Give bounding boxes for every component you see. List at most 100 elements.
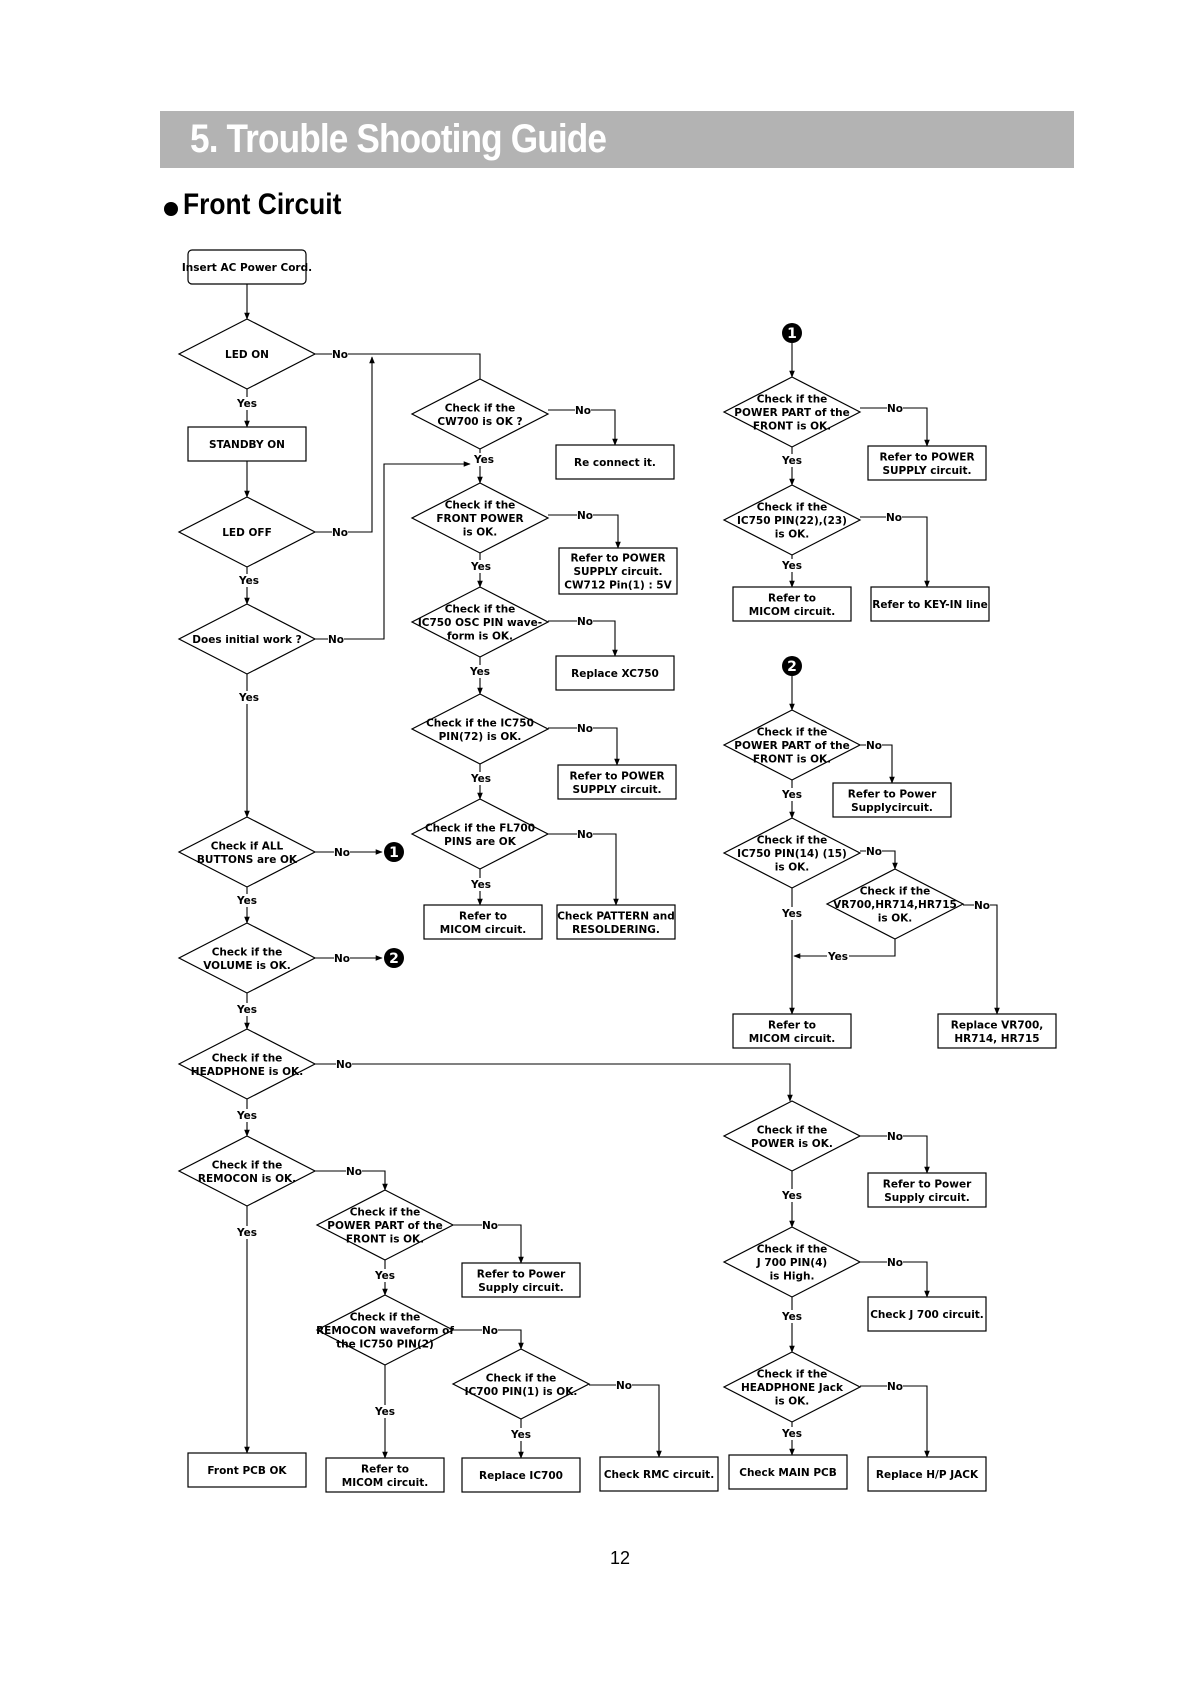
edge-label-yes: Yes [469,666,490,678]
node-text: HR714, HR715 [954,1033,1039,1045]
process-box-shape [867,1456,987,1492]
node-text: LED ON [225,349,269,361]
edge-label-bg [238,691,260,704]
edge-label-bg [334,846,350,859]
node-text: Refer to POWER [570,553,665,565]
edge-label-yes: Yes [470,879,491,891]
edge-label-bg [577,615,593,628]
process-box-shape [832,782,952,818]
node-text: VR700,HR714,HR715 [833,899,957,911]
edge-label-bg [974,899,990,912]
connector-line [548,620,618,657]
edge-label-no: No [887,1131,903,1143]
node-text: is OK. [878,913,913,925]
connector-line [548,409,618,446]
node-text: Refer to [361,1463,409,1475]
page-title: 5. Trouble Shooting Guide [190,117,607,161]
decision-diamond-shape [722,1226,862,1298]
process-box: STANDBY ON [187,426,307,462]
edge-label-bg [577,722,593,735]
node-text: VOLUME is OK. [203,960,291,972]
edge-label-yes: Yes [781,789,802,801]
connector-marker: 1 [384,842,404,862]
connector-line [315,1063,793,1102]
node-text: Check if the [486,1372,557,1384]
header-banner: 5. Trouble Shooting Guide [160,111,1074,168]
node-text: MICOM circuit. [342,1477,428,1489]
edge-label-bg [886,511,902,524]
edge-label-bg [577,509,593,522]
process-box: Re connect it. [555,444,675,480]
edge-label-yes: Yes [374,1406,395,1418]
edge-label-bg [482,1219,498,1232]
node-text: Check if the [757,1244,828,1256]
connector-marker-number: 1 [787,326,797,342]
connector-marker-number: 2 [389,951,399,967]
node-text: Check RMC circuit. [604,1469,714,1481]
connector-line [548,514,621,549]
node-text: IC750 PIN(22),(23) [737,515,847,527]
edge-label-bg [887,402,903,415]
edge-label-bg [887,1380,903,1393]
decision-diamond-shape [177,922,317,994]
edge-label-bg [616,1379,632,1392]
node-text: Check if the [757,394,828,406]
process-box-shape [937,1013,1057,1049]
node-text: CW712 Pin(1) : 5V [564,580,672,592]
decision-diamond: LED ON [177,318,317,390]
node-text: Check J 700 circuit. [870,1309,984,1321]
edge-label-yes: Yes [470,773,491,785]
node-text: Check PATTERN and [557,910,675,922]
connector-line [589,1384,662,1458]
decision-diamond-shape [722,1351,862,1423]
node-text: is High. [770,1271,815,1283]
edge-label-yes: Yes [781,908,802,920]
node-text: Refer to Power [477,1268,566,1280]
edge-label-no: No [334,847,350,859]
edge-label-bg [866,739,882,752]
process-box-shape [187,1452,307,1488]
edge-label-bg [781,454,803,467]
edge-label-bg [236,1109,258,1122]
node-text: FRONT is OK. [753,754,831,766]
edge-label-yes: Yes [374,1270,395,1282]
process-box-shape [599,1456,719,1492]
process-box: Check MAIN PCB [728,1454,848,1490]
process-box-shape [867,1296,987,1332]
connector-marker-circle [782,656,802,676]
process-box-shape [461,1262,581,1298]
edge-label-no: No [482,1325,498,1337]
node-text: Check if the [445,402,516,414]
node-text: Check if the [350,1312,421,1324]
edge-label-no: No [575,405,591,417]
edge-label-bg [346,1165,362,1178]
connector-line [860,516,930,588]
process-box-shape [557,764,677,800]
process-box-shape [187,249,307,285]
connector-line [860,1385,930,1458]
edge-label-bg [328,633,344,646]
node-text: Re connect it. [574,457,656,469]
decision-diamond-shape [177,318,317,390]
edge-label-yes: Yes [510,1429,531,1441]
node-text: form is OK. [447,631,513,643]
node-text: Check if the [212,1052,283,1064]
node-text: HEADPHONE is OK. [191,1066,303,1078]
node-text: REMOCON is OK. [198,1173,296,1185]
edge-label-no: No [336,1059,352,1071]
node-text: POWER PART of the [734,407,849,419]
connector-line [548,833,619,906]
process-box: Refer to KEY-IN line [870,586,990,622]
process-box: Replace VR700,HR714, HR715 [937,1013,1057,1049]
connector-marker: 1 [782,323,802,343]
edge-label-bg [577,828,593,841]
node-text: Check if the [350,1207,421,1219]
connector-marker-number: 2 [787,659,797,675]
node-text: Refer to POWER [569,770,664,782]
node-text: HEADPHONE Jack [741,1382,844,1394]
node-text: Check if the FL700 [425,822,535,834]
